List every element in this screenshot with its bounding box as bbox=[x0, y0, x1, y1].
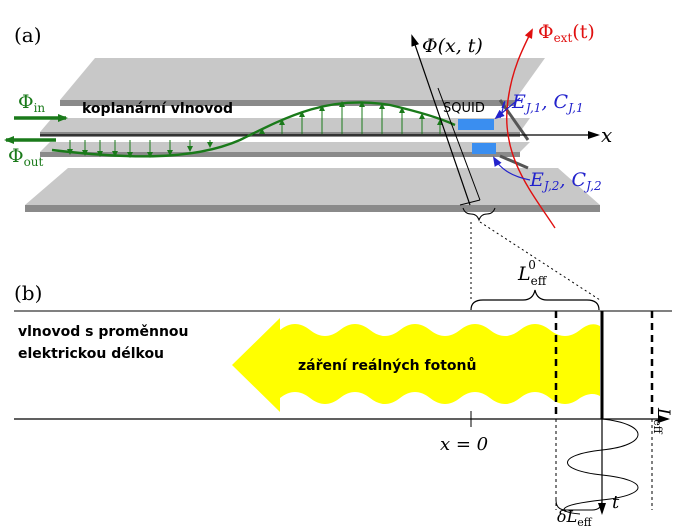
waveguide-text-line2: elektrickou délkou bbox=[18, 346, 164, 362]
phi-ext-curve bbox=[506, 28, 556, 229]
phi-ext-label: Φext(t) bbox=[538, 21, 595, 45]
center-conductor bbox=[40, 118, 530, 132]
delta-l-label: δLeff bbox=[557, 507, 593, 527]
x0-label: x = 0 bbox=[440, 434, 488, 455]
squid-label: SQUID bbox=[443, 101, 485, 116]
l-eff0-brace bbox=[470, 289, 600, 311]
squid-junction-1 bbox=[458, 119, 494, 130]
l-eff0-label: Leff0 bbox=[517, 258, 548, 288]
field-arrows bbox=[67, 101, 443, 158]
lower-conductor bbox=[40, 142, 530, 152]
x-axis-label: x bbox=[601, 123, 612, 147]
panel-a-label: (a) bbox=[14, 23, 42, 47]
phi-out-label: Φout bbox=[8, 145, 44, 169]
ground-plane-back bbox=[60, 58, 545, 100]
junction2-pointer bbox=[492, 156, 531, 181]
ground-plane-front bbox=[25, 168, 600, 205]
squid-junction-2 bbox=[472, 143, 496, 154]
phi-in-label: Φin bbox=[18, 91, 45, 115]
phi-xt-label: Φ(x, t) bbox=[422, 35, 483, 57]
photon-arrow bbox=[232, 318, 600, 412]
junction2-label: EJ,2, CJ,2 bbox=[529, 169, 602, 193]
delta-l-bracket bbox=[555, 499, 603, 511]
photon-arrow-label: záření reálných fotonů bbox=[298, 357, 476, 374]
phi-xt-axis bbox=[411, 34, 471, 206]
junction1-label: EJ,1, CJ,1 bbox=[511, 91, 584, 115]
waveguide-label: koplanární vlnovod bbox=[82, 101, 233, 117]
time-axis-label: t bbox=[612, 492, 620, 513]
waveguide-text-line1: vlnovod s proměnnou bbox=[18, 324, 189, 340]
l-eff-axis-label: Leff bbox=[651, 407, 673, 435]
panel-b-label: (b) bbox=[14, 281, 42, 305]
oscillation-curve bbox=[563, 418, 639, 515]
phi-brace-small bbox=[462, 207, 496, 222]
